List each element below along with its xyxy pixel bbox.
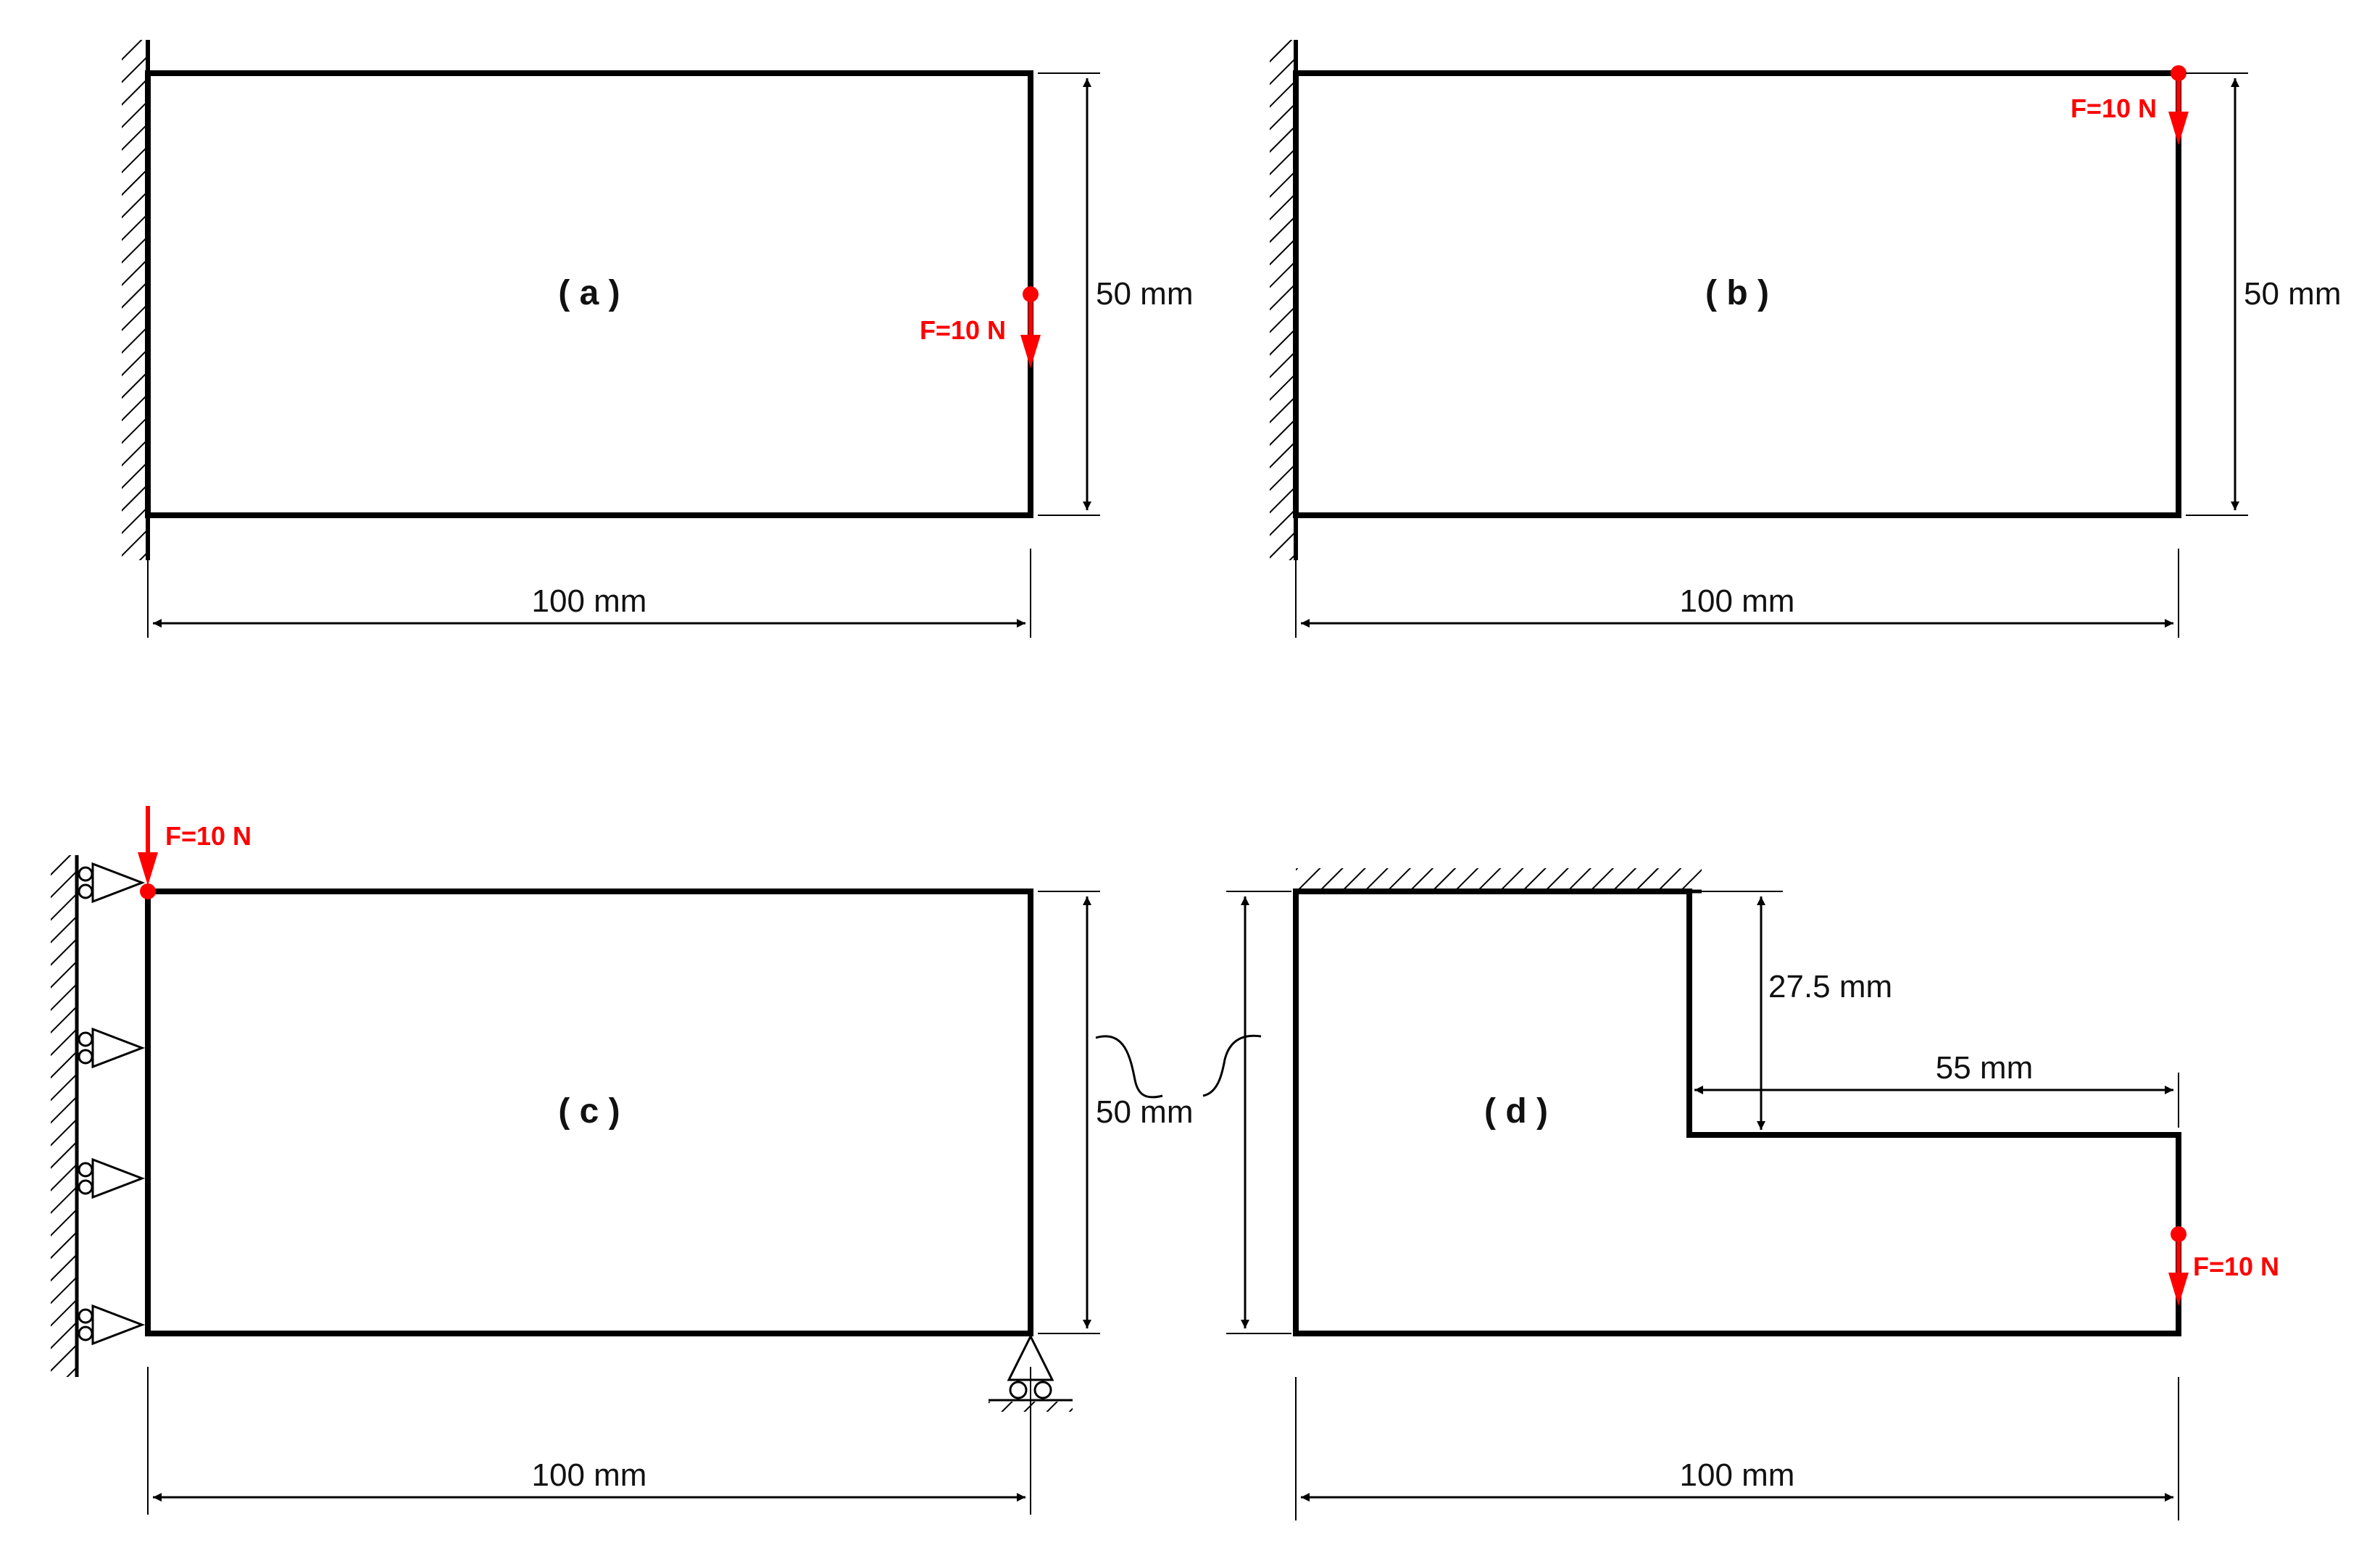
plate-outline — [145, 889, 1033, 1336]
panel-label: ( c ) — [558, 1092, 620, 1131]
width-dimension — [147, 1367, 1031, 1515]
width-label: 100 mm — [1680, 1457, 1795, 1493]
width-dimension — [147, 549, 1031, 638]
fixed-support-left — [122, 40, 150, 560]
panel-a: ( a ) F=10 N 50 mm 100 mm — [122, 40, 1193, 638]
notch-depth-label: 27.5 mm — [1768, 969, 1892, 1004]
roller-support-2 — [78, 1027, 146, 1069]
fixed-support-top — [1296, 868, 1702, 894]
height-label: 50 mm — [1096, 276, 1193, 312]
force-arrow — [1020, 286, 1041, 368]
width-label: 100 mm — [532, 583, 647, 619]
wall-support-left — [51, 855, 79, 1377]
panel-label: ( a ) — [558, 274, 620, 312]
force-arrow — [138, 806, 158, 899]
height-label: 50 mm — [2244, 276, 2341, 312]
width-label: 100 mm — [532, 1457, 647, 1493]
width-dimension — [1295, 549, 2179, 638]
height-label: 50 mm — [1096, 1094, 1193, 1130]
l-shaped-plate-outline — [1293, 889, 2181, 1336]
force-label: F=10 N — [165, 821, 251, 851]
height-dimension — [1038, 891, 1100, 1334]
force-label: F=10 N — [2071, 93, 2157, 123]
notch-depth-dimension — [1696, 891, 1783, 1130]
roller-support-3 — [78, 1157, 146, 1199]
plate-outline — [1293, 70, 2181, 518]
panel-d: ( d ) F=10 N 27.5 mm 55 mm 100 mm — [1226, 868, 2279, 1520]
panel-b: ( b ) F=10 N 50 mm 100 mm — [1270, 40, 2341, 638]
height-dimension — [1038, 72, 1100, 516]
force-label: F=10 N — [2193, 1252, 2279, 1281]
panel-c: ( c ) F=10 N 50 mm 100 mm — [51, 806, 1193, 1515]
force-arrow — [2168, 65, 2189, 145]
width-label: 100 mm — [1680, 583, 1795, 619]
roller-support-1 — [78, 862, 146, 904]
height-dimension — [2186, 72, 2248, 516]
panel-label: ( b ) — [1705, 274, 1769, 312]
total-height-dimension — [1226, 891, 1291, 1334]
fixed-support-left — [1270, 40, 1298, 560]
notch-width-dimension — [1694, 1073, 2179, 1128]
dimension-break-symbol — [1095, 1034, 1262, 1099]
force-label: F=10 N — [920, 315, 1006, 345]
roller-support-4 — [78, 1304, 146, 1346]
force-arrow — [2168, 1226, 2189, 1306]
width-dimension — [1295, 1377, 2179, 1520]
notch-width-label: 55 mm — [1936, 1050, 2033, 1086]
panel-label: ( d ) — [1484, 1092, 1548, 1131]
